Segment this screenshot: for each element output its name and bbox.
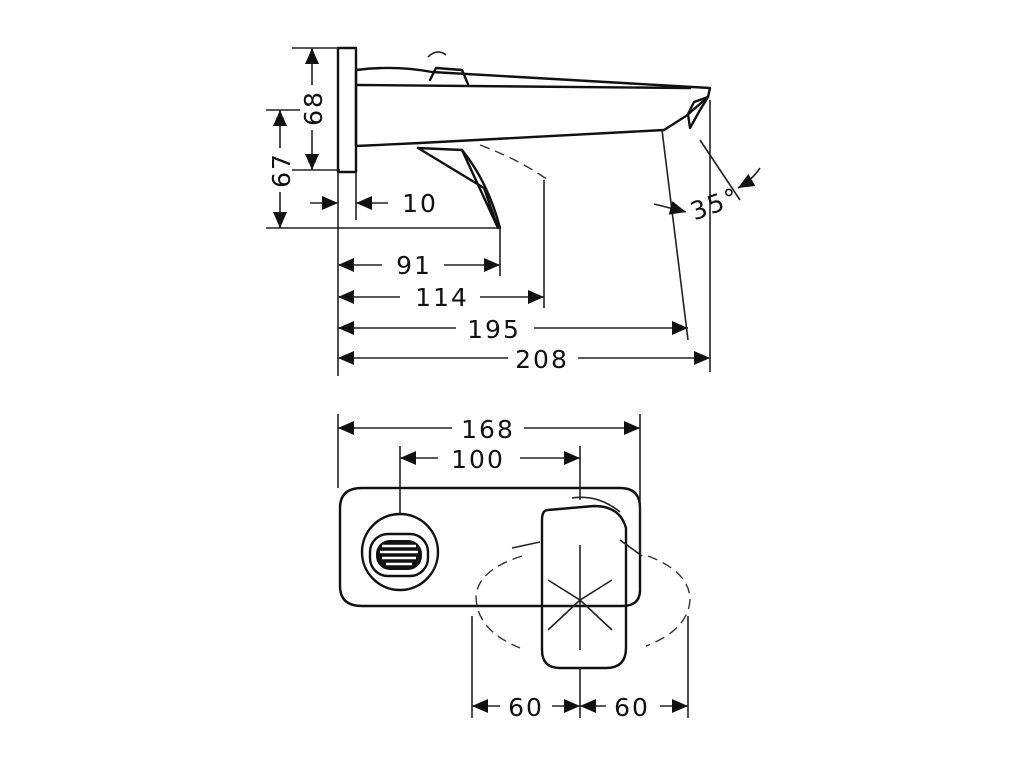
front-handle[interactable]: [540, 504, 628, 670]
spout-body: [354, 66, 712, 148]
wall-plate: [336, 46, 358, 174]
aerator: [686, 95, 710, 130]
front-view: 168 100 60 60: [337, 414, 691, 722]
dim-plate-width: 168: [461, 415, 515, 444]
dim-plate-depth: 10: [402, 189, 438, 218]
dim-spout-projection: 208: [515, 345, 569, 374]
top-lever: [428, 66, 470, 86]
side-view: 68 67 10 91 114 195: [266, 46, 761, 376]
dim-center-distance: 100: [451, 445, 505, 474]
dim-swing-right: 60: [614, 693, 650, 722]
dim-swing-left: 60: [508, 693, 544, 722]
dim-lower-height: 67: [267, 152, 296, 188]
dim-spout-outlet: 195: [467, 315, 521, 344]
dim-handle-offset: 91: [396, 251, 432, 280]
spout-outlet: [360, 512, 440, 592]
dim-wall-height: 68: [299, 90, 328, 126]
front-plate: [338, 486, 642, 608]
dim-handle-reach: 114: [415, 283, 469, 312]
dim-spout-angle: 35°: [686, 182, 743, 226]
